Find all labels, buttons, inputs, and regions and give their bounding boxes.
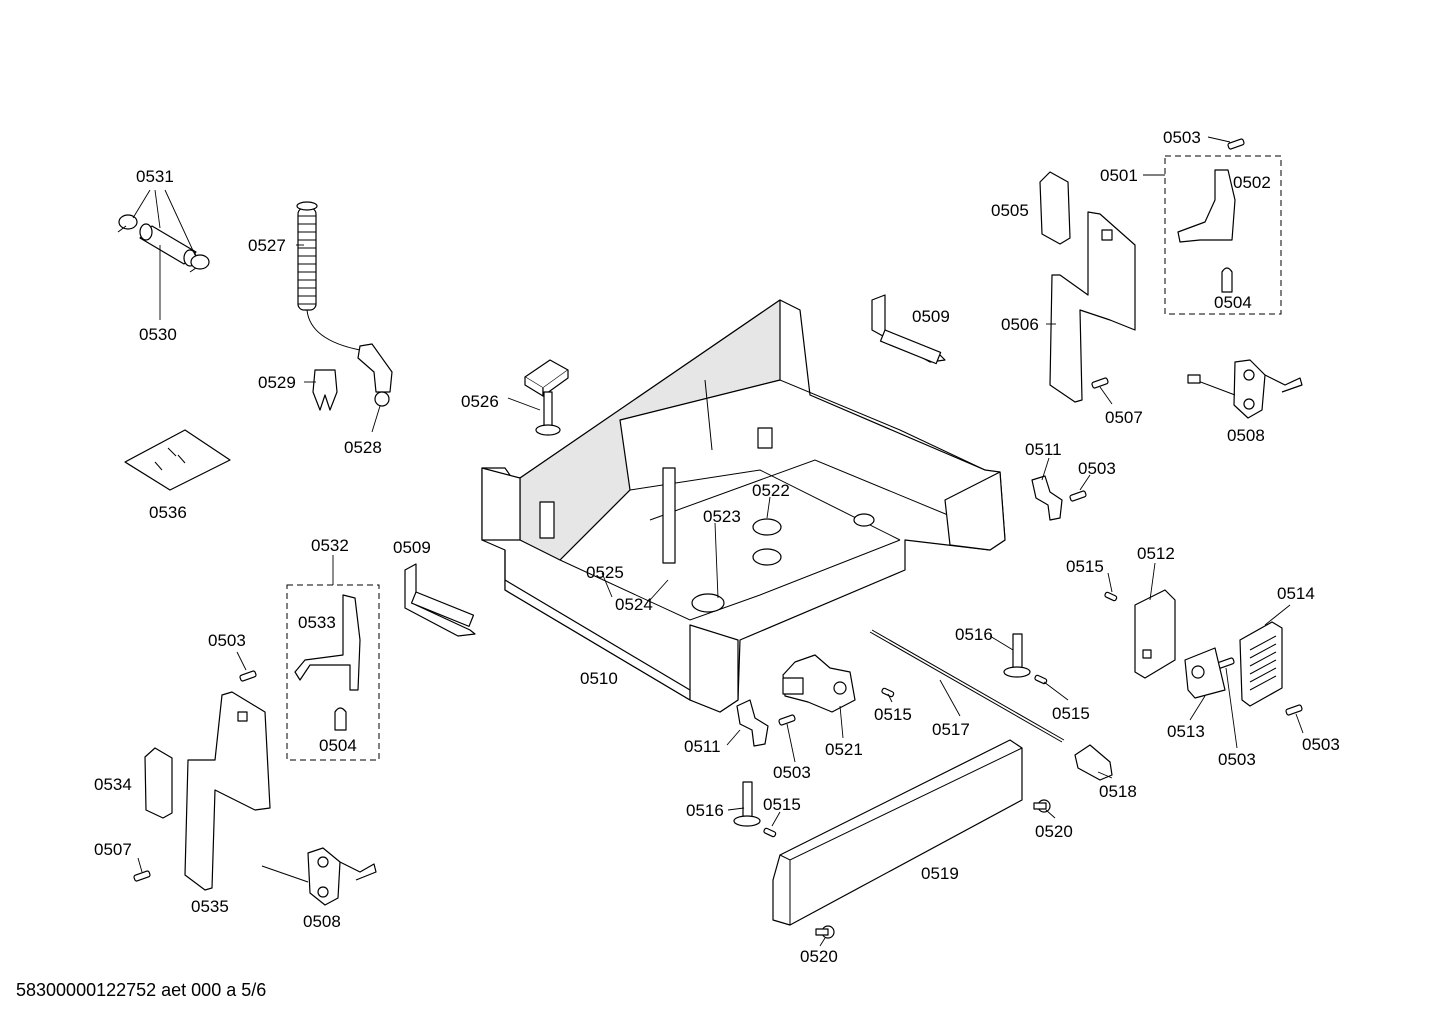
hinge-bracket-right-part xyxy=(1049,211,1136,403)
callout-0508-left: 0508 xyxy=(303,912,341,931)
callout-0529: 0529 xyxy=(258,373,296,392)
callout-0501: 0501 xyxy=(1100,166,1138,185)
callout-0533: 0533 xyxy=(298,613,336,632)
door-spring-part-upper xyxy=(871,294,946,365)
callout-0507-right: 0507 xyxy=(1105,408,1143,427)
callout-labels: 0531 0530 0527 0529 0528 0536 0526 0509 … xyxy=(94,128,1340,966)
document-reference: 58300000122752 aet 000 a 5/6 xyxy=(16,980,267,1000)
callout-0524: 0524 xyxy=(615,595,653,614)
hinge-damper-left-part xyxy=(261,847,377,906)
callout-0511-upper: 0511 xyxy=(1025,440,1062,459)
callout-0534: 0534 xyxy=(94,775,132,794)
callout-0512: 0512 xyxy=(1137,544,1175,563)
callout-0502: 0502 xyxy=(1233,173,1271,192)
door-spring-part-lower xyxy=(404,563,476,637)
callout-0530: 0530 xyxy=(139,325,177,344)
callout-0521: 0521 xyxy=(825,740,863,759)
callout-0515-bottom: 0515 xyxy=(763,795,801,814)
callout-0528: 0528 xyxy=(344,438,382,457)
callout-0520-bottom: 0520 xyxy=(800,947,838,966)
hose-sleeve-part xyxy=(117,214,210,273)
callout-0536: 0536 xyxy=(149,503,187,522)
plate-screw-part-set xyxy=(815,799,1051,939)
mounting-bracket-part-lower xyxy=(736,699,769,747)
hinge-group-box-right xyxy=(1164,155,1282,315)
adjusting-rod-part xyxy=(869,629,1065,743)
callout-0503-bottom: 0503 xyxy=(773,763,811,782)
base-tub-part xyxy=(481,299,1006,713)
rod-end-cap-part xyxy=(1074,744,1113,781)
callout-0516-left: 0516 xyxy=(686,801,724,820)
callout-0504-left: 0504 xyxy=(319,736,357,755)
callout-0508-right: 0508 xyxy=(1227,426,1265,445)
hose-clip-part xyxy=(312,369,338,411)
callout-0503-mid: 0503 xyxy=(1078,459,1116,478)
callout-0522: 0522 xyxy=(752,481,790,500)
kick-plate-part xyxy=(772,739,1023,926)
callout-0535: 0535 xyxy=(191,897,229,916)
callout-0505: 0505 xyxy=(991,201,1029,220)
callout-0503-left: 0503 xyxy=(208,631,246,650)
hinge-cover-part xyxy=(1039,171,1071,245)
callout-0504-right: 0504 xyxy=(1214,293,1252,312)
vent-cover-part xyxy=(1239,621,1283,707)
callout-0515-mid: 0515 xyxy=(874,705,912,724)
callout-0516-right: 0516 xyxy=(955,625,993,644)
inlet-valve-part xyxy=(782,654,856,713)
leader-lines xyxy=(132,136,1304,947)
callout-0506: 0506 xyxy=(1001,315,1039,334)
callout-0518: 0518 xyxy=(1099,782,1137,801)
callout-0532: 0532 xyxy=(311,536,349,555)
callout-0509-lower: 0509 xyxy=(393,538,431,557)
cover-bracket-part xyxy=(1184,647,1226,699)
callout-0517: 0517 xyxy=(932,720,970,739)
screw-bag-part xyxy=(124,429,231,491)
hinge-group-box-left xyxy=(286,584,380,761)
mounting-bracket-part-upper xyxy=(1031,475,1063,521)
hinge-damper-right-part xyxy=(1187,359,1303,419)
callout-0515-right: 0515 xyxy=(1066,557,1104,576)
callout-0514: 0514 xyxy=(1277,584,1315,603)
callout-0513: 0513 xyxy=(1167,722,1205,741)
service-cover-part xyxy=(1134,589,1176,679)
screw-part-set xyxy=(133,138,1303,882)
callout-0509-upper: 0509 xyxy=(912,307,950,326)
callout-0510: 0510 xyxy=(580,669,618,688)
callout-0531: 0531 xyxy=(136,167,174,186)
foot-adjuster-part xyxy=(524,359,569,436)
callout-0507-left: 0507 xyxy=(94,840,132,859)
hinge-cover-left-part xyxy=(144,747,173,819)
callout-0515-foot: 0515 xyxy=(1052,704,1090,723)
callout-0520-right: 0520 xyxy=(1035,822,1073,841)
callout-0503-far-right: 0503 xyxy=(1302,735,1340,754)
callout-0525: 0525 xyxy=(586,563,624,582)
callout-0526: 0526 xyxy=(461,392,499,411)
hinge-bracket-left-part xyxy=(184,691,271,891)
adjustable-foot-part-right xyxy=(1003,633,1031,678)
adjustable-foot-part-left xyxy=(733,781,761,827)
callout-0519: 0519 xyxy=(921,864,959,883)
callout-0527: 0527 xyxy=(248,236,286,255)
coiled-hose-part xyxy=(296,201,393,407)
callout-0503-cover: 0503 xyxy=(1218,750,1256,769)
callout-0523: 0523 xyxy=(703,507,741,526)
callout-0503-top: 0503 xyxy=(1163,128,1201,147)
callout-0511-lower: 0511 xyxy=(684,737,721,756)
